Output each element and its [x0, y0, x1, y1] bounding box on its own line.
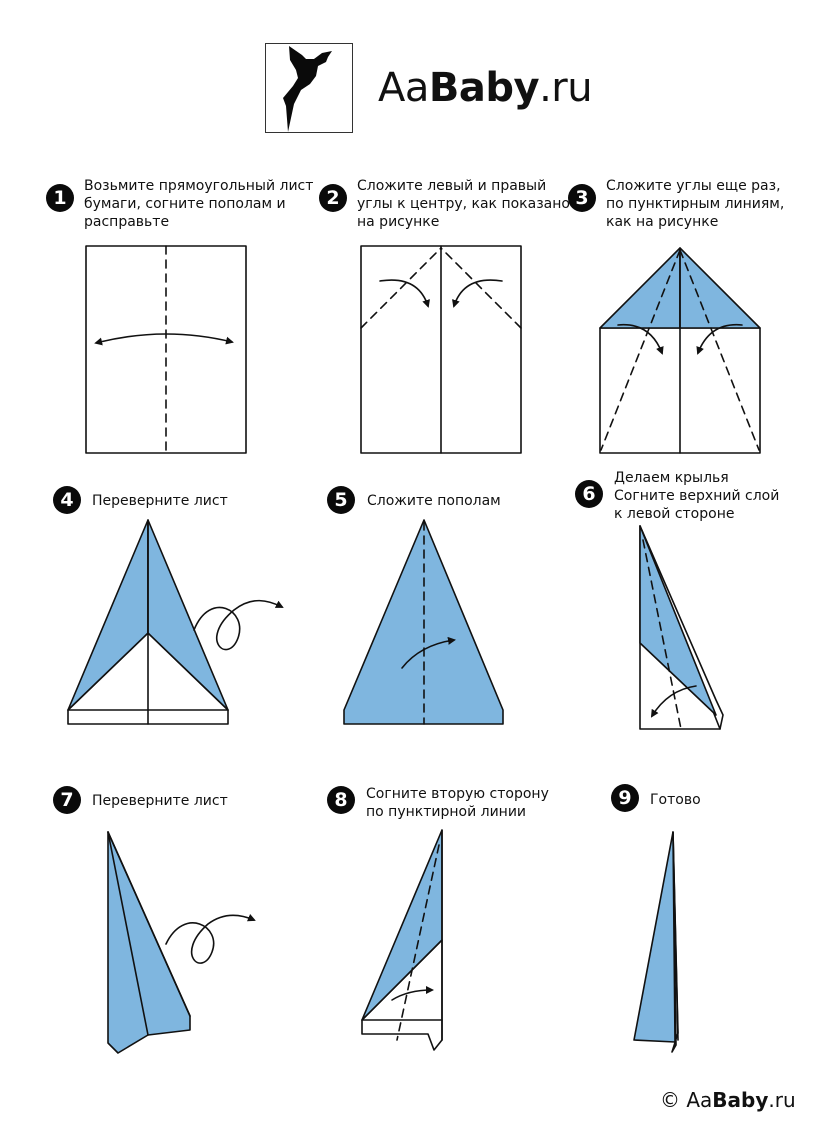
brand-prefix: Aa [378, 65, 429, 111]
step-5-number: 5 [327, 486, 355, 514]
step-4-diagram [67, 519, 284, 725]
footer-copyright: © AaBaby.ru [660, 1086, 796, 1114]
step-3-number: 3 [568, 184, 596, 212]
step-4-text: Переверните лист [92, 493, 228, 509]
step-6-text: Делаем крылья Согните верхний слой к лев… [614, 470, 780, 522]
step-6-diagram [639, 525, 724, 730]
step-7-text: Переверните лист [92, 793, 228, 809]
bird-logo-icon [283, 46, 332, 132]
step-6-number: 6 [575, 480, 603, 508]
brand-bold: Baby [428, 65, 540, 111]
step-5-text: Сложите пополам [367, 493, 501, 509]
step-1-number: 1 [46, 184, 74, 212]
step-3-diagram [599, 247, 761, 454]
footer-bold: Baby [712, 1088, 769, 1112]
step-2-text: Сложите левый и правый углы к центру, ка… [357, 178, 570, 230]
footer-suffix: .ru [768, 1088, 796, 1112]
step-4-number: 4 [53, 486, 81, 514]
step-8-text: Согните вторую сторону по пунктирной лин… [366, 786, 549, 820]
step-8-number: 8 [327, 786, 355, 814]
step-1-text: Возьмите прямоугольный лист бумаги, согн… [84, 178, 314, 230]
logo-box [265, 43, 353, 133]
step-9-diagram [633, 831, 679, 1053]
step-7-diagram [107, 831, 256, 1054]
brand-logo-text: AaBaby.ru [378, 62, 593, 114]
step-3-text: Сложите углы еще раз, по пунктирным лини… [606, 178, 785, 230]
step-7-number: 7 [53, 786, 81, 814]
step-2-diagram [360, 245, 522, 454]
step-1-diagram [85, 245, 247, 454]
step-9-number: 9 [611, 784, 639, 812]
step-5-diagram [343, 519, 504, 725]
step-8-diagram [361, 829, 443, 1051]
step-2-number: 2 [319, 184, 347, 212]
copyright-symbol: © [660, 1088, 680, 1112]
footer-prefix: Aa [680, 1088, 713, 1112]
step-9-text: Готово [650, 792, 701, 808]
brand-suffix: .ru [539, 65, 593, 111]
